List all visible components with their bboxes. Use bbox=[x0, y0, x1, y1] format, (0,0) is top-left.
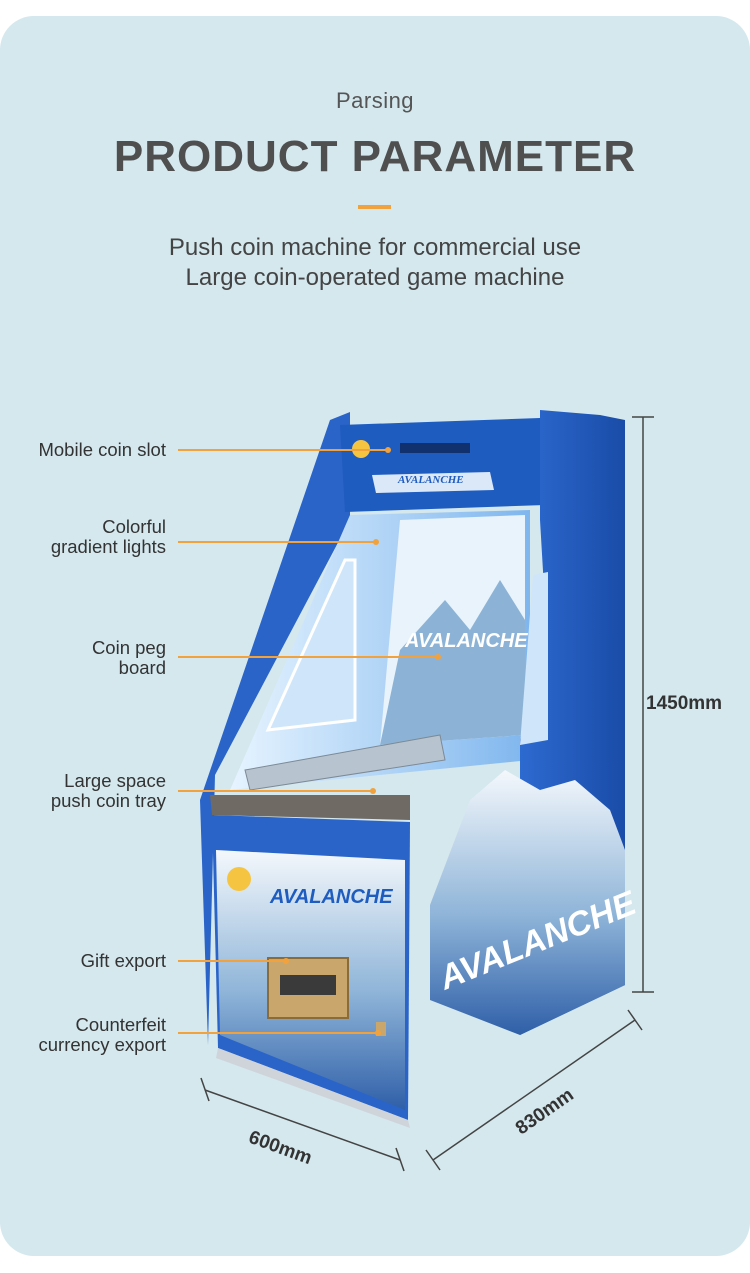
header-banner bbox=[372, 472, 494, 493]
height-dimension bbox=[632, 416, 654, 993]
callout-dot-tray bbox=[370, 788, 376, 794]
subtitle-line-1: Push coin machine for commercial use bbox=[168, 234, 582, 261]
side-mountain-art bbox=[430, 770, 625, 1035]
callout-label: Colorful bbox=[102, 516, 166, 537]
callout-gradient-lights: Colorful gradient lights bbox=[51, 517, 166, 557]
coin-slot-panel bbox=[400, 443, 470, 453]
subtitle-line-2: Large coin-operated game machine bbox=[185, 264, 565, 291]
callout-line-gift bbox=[178, 960, 286, 962]
height-dimension-label: 1450mm bbox=[646, 693, 723, 714]
callout-line-tray bbox=[178, 790, 373, 792]
callout-label: Counterfeit bbox=[75, 1014, 167, 1035]
peg-board-mountain bbox=[380, 580, 525, 745]
callout-dot-counterfeit bbox=[375, 1030, 381, 1036]
gift-export-opening bbox=[280, 975, 336, 995]
callout-label: Coin peg bbox=[91, 637, 166, 658]
front-brand-text: AVALANCHE bbox=[269, 886, 393, 908]
callout-label: Mobile coin slot bbox=[38, 439, 166, 460]
callout-counterfeit-export: Counterfeit currency export bbox=[39, 1015, 167, 1055]
push-coin-tray-back bbox=[244, 734, 446, 791]
callout-push-coin-tray: Large space push coin tray bbox=[51, 771, 166, 811]
page-title: PRODUCT PARAMETER bbox=[113, 132, 637, 181]
width-dimension bbox=[200, 1077, 405, 1172]
callout-gift-export: Gift export bbox=[81, 951, 166, 971]
top-header-box bbox=[340, 418, 545, 512]
callout-label: push coin tray bbox=[50, 790, 166, 811]
cabinet-left-frame bbox=[200, 412, 350, 1045]
title-accent-bar bbox=[358, 205, 391, 209]
callout-label: Large space bbox=[64, 770, 166, 791]
callout-label: board bbox=[118, 657, 166, 678]
cabinet-base bbox=[216, 1048, 410, 1128]
callout-dot-gift bbox=[283, 958, 289, 964]
callout-line-coin-slot bbox=[178, 449, 388, 451]
callout-label: gradient lights bbox=[50, 536, 166, 557]
section-eyebrow: Parsing bbox=[335, 88, 415, 113]
callout-line-counterfeit bbox=[178, 1032, 378, 1034]
callout-dot-peg-board bbox=[435, 654, 441, 660]
header-brand-text: AVALANCHE bbox=[397, 474, 464, 486]
counterfeit-export-port bbox=[376, 1022, 386, 1036]
left-window bbox=[265, 558, 357, 732]
callout-dot-coin-slot bbox=[385, 447, 391, 453]
callout-coin-peg-board: Coin peg board bbox=[92, 638, 166, 678]
push-coin-tray bbox=[210, 795, 410, 820]
callout-dot-lights bbox=[373, 539, 379, 545]
callout-line-lights bbox=[178, 541, 376, 543]
front-logo-icon bbox=[227, 867, 251, 891]
callout-mobile-coin-slot: Mobile coin slot bbox=[38, 440, 166, 460]
depth-dimension bbox=[425, 1009, 643, 1171]
callout-line-peg-board bbox=[178, 656, 438, 658]
right-window bbox=[520, 572, 548, 745]
callout-label: currency export bbox=[38, 1034, 167, 1055]
peg-board-brand-text: AVALANCHE bbox=[404, 630, 528, 652]
callout-label: Gift export bbox=[80, 950, 166, 971]
